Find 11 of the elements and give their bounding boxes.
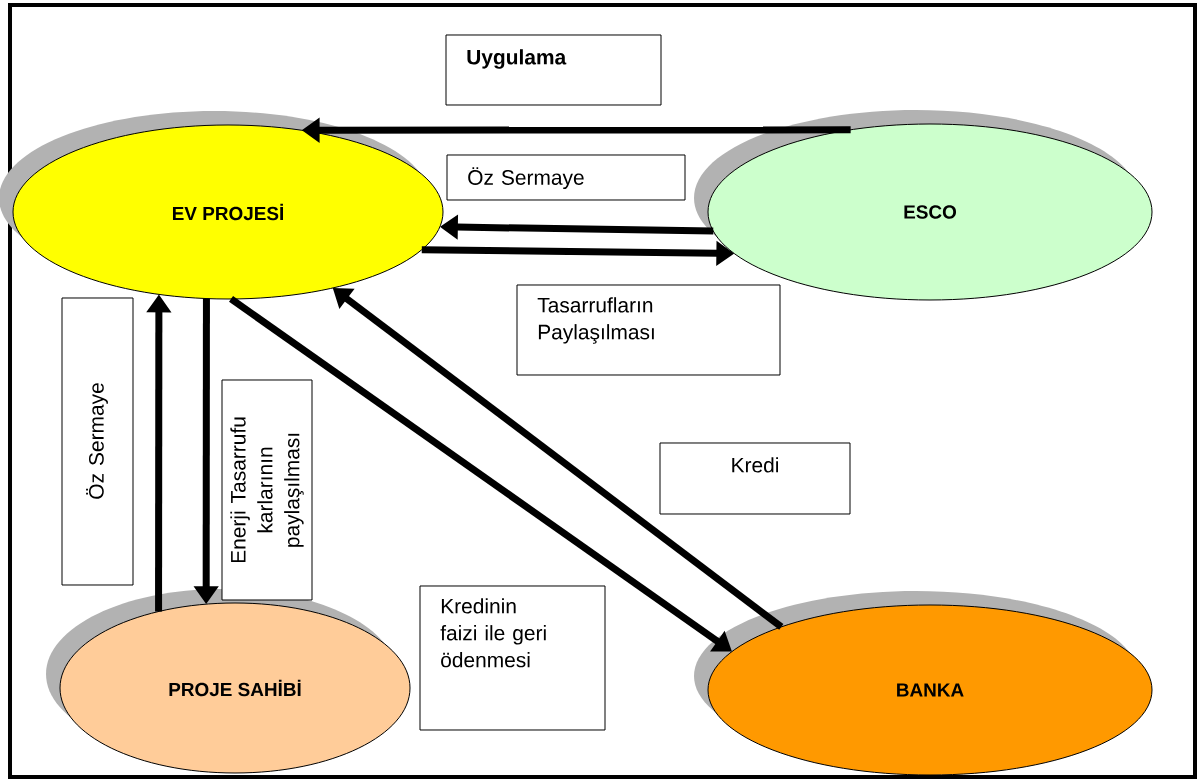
ellipse-node: BANKA bbox=[694, 591, 1153, 776]
edge-label: Uygulama bbox=[445, 34, 662, 106]
edge-label: Kredinin faizi ile geri ödenmesi bbox=[419, 585, 606, 731]
ellipse-node: ESCO bbox=[694, 110, 1153, 301]
edge-label: Tasarrufların Paylaşılması bbox=[516, 284, 781, 376]
edge-label: Enerji Tasarrufu karlarının paylaşılması bbox=[221, 379, 313, 601]
edge-label: Öz Sermaye bbox=[61, 297, 134, 586]
ellipse-node: EV PROJESİ bbox=[0, 111, 444, 300]
ellipse-node: PROJE SAHİBİ bbox=[46, 589, 411, 774]
edge-label: Öz Sermaye bbox=[446, 154, 686, 201]
edge-label: Kredi bbox=[659, 442, 851, 515]
